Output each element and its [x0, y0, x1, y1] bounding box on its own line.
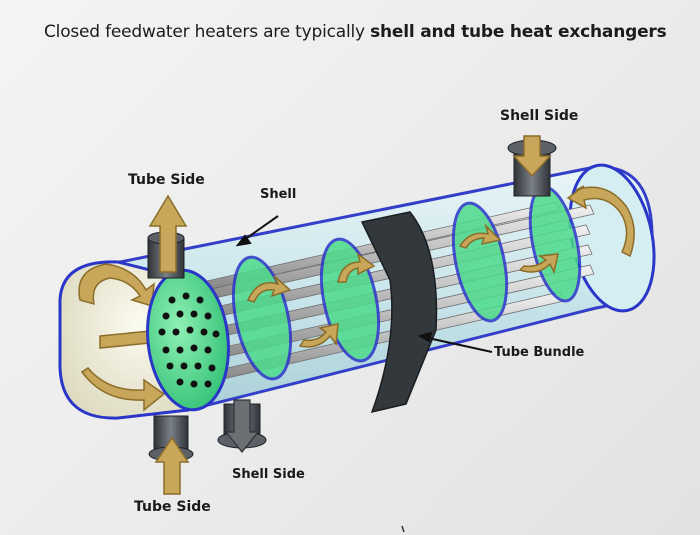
label-tube-side-left: Tube Side	[128, 172, 205, 188]
shell-side-inlet-nozzle	[507, 135, 557, 197]
shell-band	[360, 211, 438, 414]
tube-side-outlet-nozzle	[147, 194, 188, 279]
tube-side-inlet-arrow	[154, 436, 190, 495]
shell-side-bottom-arrow	[224, 399, 260, 453]
small-mark	[401, 525, 405, 533]
shell-side-outlet-nozzle	[217, 399, 267, 453]
label-tube-bundle: Tube Bundle	[494, 345, 585, 360]
label-shell-side-bottom: Shell Side	[232, 467, 305, 482]
title-prefix: Closed feedwater heaters are typically	[44, 22, 371, 42]
shell-side-down-arrow	[512, 135, 552, 178]
tube-side-inlet-nozzle	[148, 415, 194, 495]
tube-side-up-arrow	[148, 194, 188, 273]
slide-title: Closed feedwater heaters are typically s…	[44, 22, 667, 42]
label-tube-side-bottom: Tube Side	[134, 499, 211, 515]
label-shell-side-top: Shell Side	[500, 108, 579, 124]
label-shell: Shell	[260, 187, 297, 202]
leader-lines	[235, 215, 493, 353]
shell-flow-arrows	[246, 185, 635, 348]
title-emphasis: shell and tube heat exchangers	[370, 22, 667, 42]
